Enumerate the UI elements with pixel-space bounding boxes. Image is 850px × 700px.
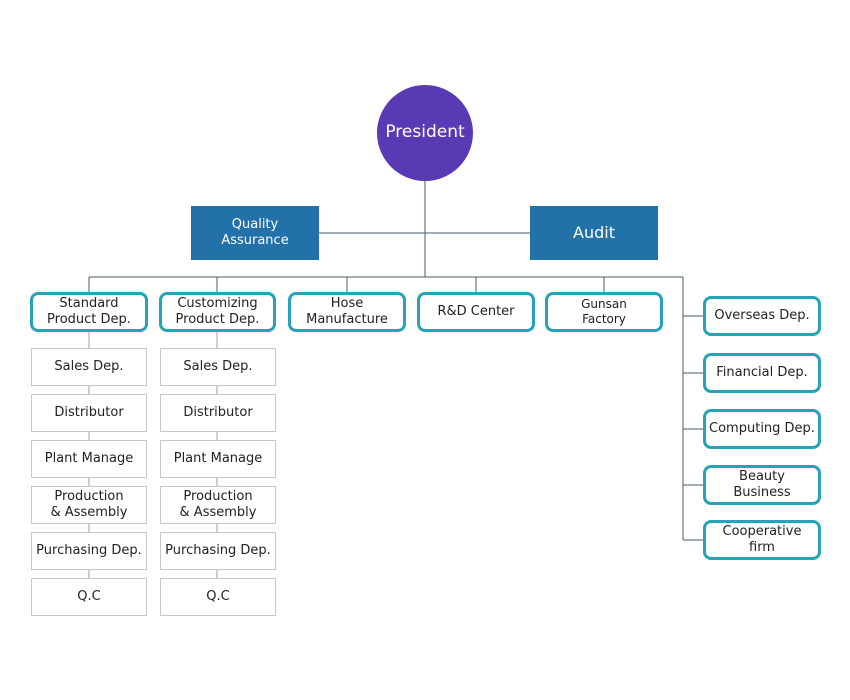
computing-dept-box: Computing Dep. <box>703 409 821 449</box>
customizing-subunit-plant-manage: Plant Manage <box>160 440 276 478</box>
hose-manufacture-box: Hose Manufacture <box>288 292 406 332</box>
standard-subunit-purchasing: Purchasing Dep. <box>31 532 147 570</box>
customizing-subunit-production-assembly: Production & Assembly <box>160 486 276 524</box>
financial-dept-box: Financial Dep. <box>703 353 821 393</box>
rnd-center-box: R&D Center <box>417 292 535 332</box>
customizing-subunit-purchasing: Purchasing Dep. <box>160 532 276 570</box>
audit-box: Audit <box>530 206 658 260</box>
president-node: President <box>377 85 473 181</box>
customizing-subunit-sales: Sales Dep. <box>160 348 276 386</box>
standard-subunit-distributor: Distributor <box>31 394 147 432</box>
standard-subunit-production-assembly: Production & Assembly <box>31 486 147 524</box>
standard-subunit-plant-manage: Plant Manage <box>31 440 147 478</box>
overseas-dept-box: Overseas Dep. <box>703 296 821 336</box>
cooperative-firm-box: Cooperative firm <box>703 520 821 560</box>
customizing-product-dept-box: Customizing Product Dep. <box>159 292 276 332</box>
beauty-business-box: Beauty Business <box>703 465 821 505</box>
customizing-subunit-distributor: Distributor <box>160 394 276 432</box>
standard-product-dept-box: Standard Product Dep. <box>30 292 148 332</box>
gunsan-factory-box: Gunsan Factory <box>545 292 663 332</box>
quality-assurance-box: Quality Assurance <box>191 206 319 260</box>
standard-subunit-sales: Sales Dep. <box>31 348 147 386</box>
standard-subunit-qc: Q.C <box>31 578 147 616</box>
customizing-subunit-qc: Q.C <box>160 578 276 616</box>
